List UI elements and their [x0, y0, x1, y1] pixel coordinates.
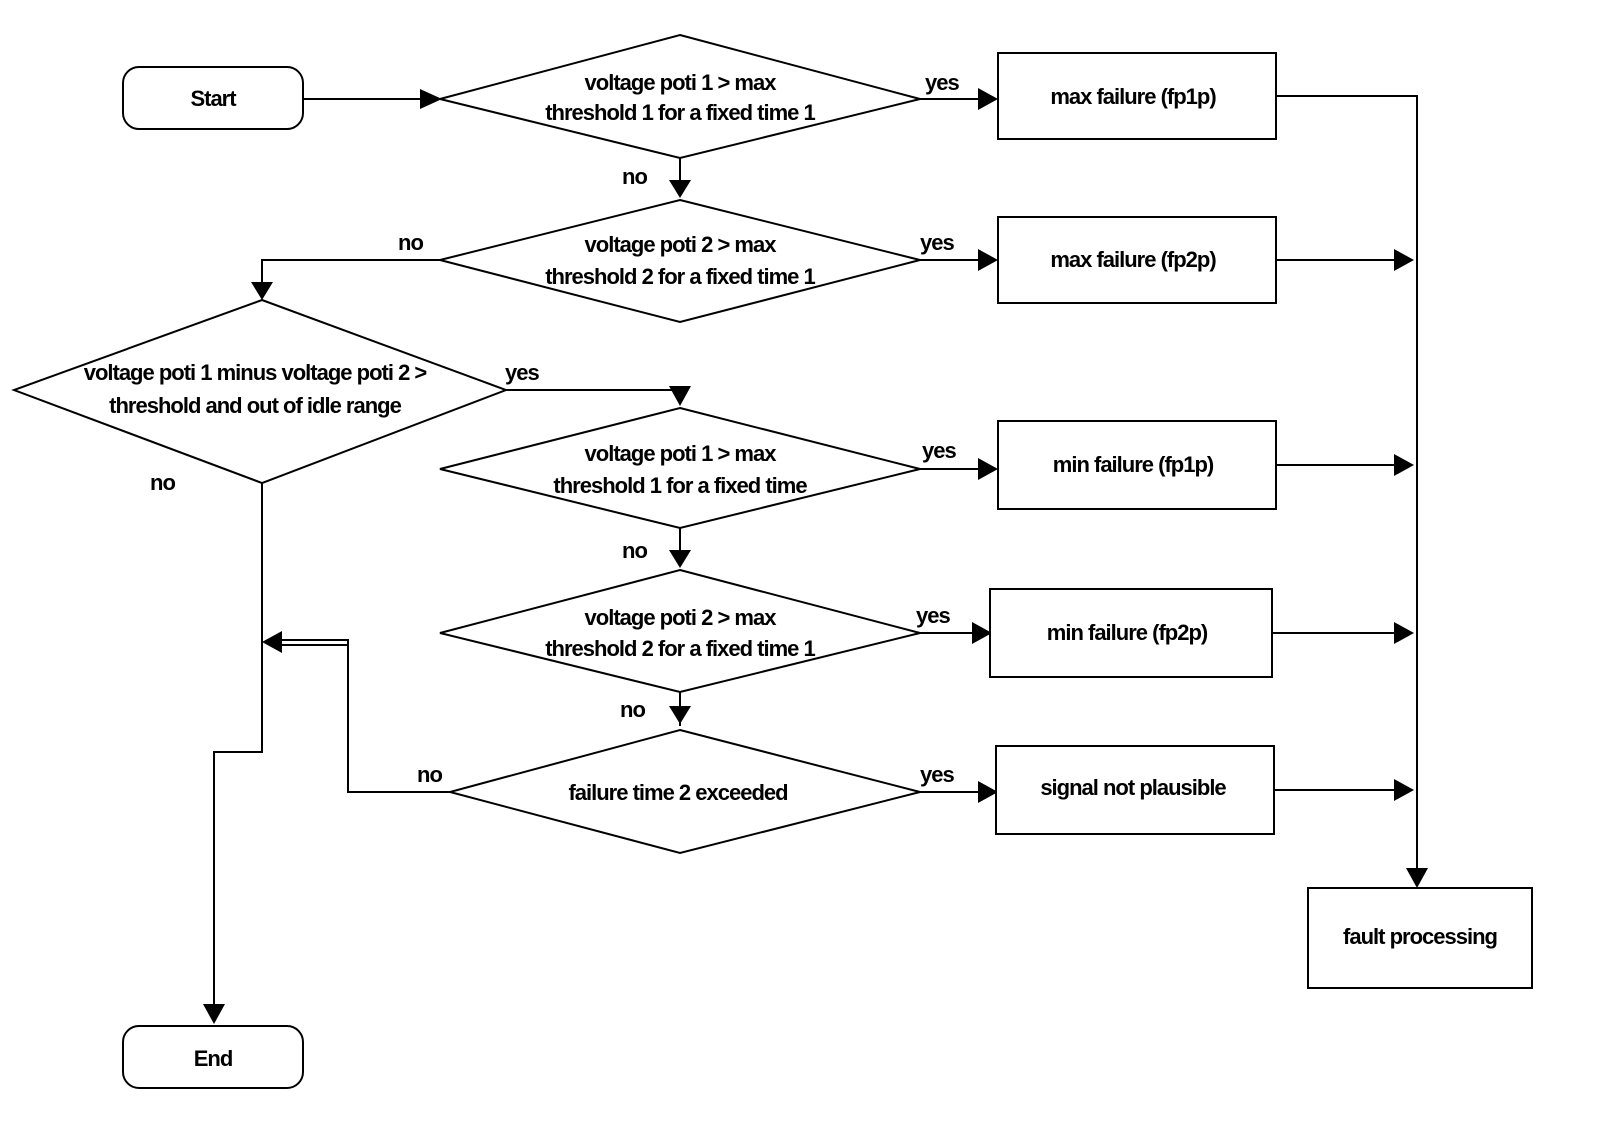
- d3-yes-label: yes: [505, 360, 539, 385]
- arrow-into-main-left: [262, 631, 282, 653]
- decision-max-poti1-line1: voltage poti 1 > max: [585, 70, 778, 95]
- box-max-failure-fp2p-label: max failure (fp2p): [1050, 247, 1216, 272]
- decision-max-poti1: voltage poti 1 > max threshold 1 for a f…: [439, 33, 921, 160]
- d1-no-label: no: [622, 164, 647, 189]
- arrow-into-d1: [420, 89, 442, 109]
- arrow-into-d2: [669, 180, 691, 198]
- d3-yes-line: [506, 389, 681, 402]
- box-max-failure-fp1p: max failure (fp1p): [997, 52, 1277, 140]
- decision-min-poti1-line1: voltage poti 1 > max: [585, 441, 778, 466]
- decision-failure-time-label: failure time 2 exceeded: [568, 780, 787, 805]
- d6-no-line: [270, 639, 450, 793]
- decision-min-poti1-line2: threshold 1 for a fixed time: [553, 473, 807, 498]
- d5-no-label: no: [620, 697, 645, 722]
- box1-to-collector-line: [1276, 95, 1418, 872]
- d5-yes-label: yes: [916, 603, 950, 628]
- box-min-failure-fp1p-label: min failure (fp1p): [1053, 452, 1214, 477]
- d2-no-label: no: [398, 230, 423, 255]
- decision-min-poti2-line1: voltage poti 2 > max: [585, 605, 778, 630]
- arrow-into-max-fp2p: [978, 249, 998, 271]
- start-label: Start: [190, 86, 237, 111]
- decision-max-poti1-line2: threshold 1 for a fixed time 1: [545, 100, 815, 125]
- decision-min-poti2: voltage poti 2 > max threshold 2 for a f…: [439, 568, 921, 694]
- decision-failure-time: failure time 2 exceeded: [446, 728, 921, 855]
- d2-no-line: [261, 259, 440, 296]
- d1-yes-label: yes: [925, 70, 959, 95]
- d4-no-label: no: [622, 538, 647, 563]
- arrow-collector-3: [1394, 454, 1414, 476]
- box-fault-processing: fault processing: [1307, 887, 1533, 989]
- box-min-failure-fp2p-label: min failure (fp2p): [1047, 620, 1208, 645]
- arrow-into-d6: [669, 706, 691, 724]
- d6-no-label: no: [417, 762, 442, 787]
- box-min-failure-fp1p: min failure (fp1p): [997, 420, 1277, 510]
- arrow-into-d4: [669, 386, 691, 406]
- end-terminator: End: [122, 1025, 304, 1089]
- arrowheads: [203, 88, 1428, 1024]
- arrow-into-min-fp2p: [972, 622, 992, 644]
- box-max-failure-fp2p: max failure (fp2p): [997, 216, 1277, 304]
- arrow-into-max-fp1p: [978, 88, 998, 110]
- decision-min-poti2-line2: threshold 2 for a fixed time 1: [545, 636, 815, 661]
- arrow-collector-4: [1394, 622, 1414, 644]
- connectors: [213, 95, 1418, 1016]
- arrow-into-d3: [251, 282, 273, 300]
- decision-difference-line2: threshold and out of idle range: [109, 393, 401, 418]
- box-signal-not-plausible-label: signal not plausible: [1040, 775, 1226, 800]
- branch-labels: yes no yes no yes no yes no yes no yes n…: [150, 70, 960, 787]
- box-fault-processing-label: fault processing: [1343, 924, 1497, 949]
- d2-yes-label: yes: [920, 230, 954, 255]
- decision-max-poti2-line1: voltage poti 2 > max: [585, 232, 778, 257]
- decision-difference-line1: voltage poti 1 minus voltage poti 2 >: [84, 360, 427, 385]
- arrow-collector-5: [1394, 779, 1414, 801]
- box-min-failure-fp2p: min failure (fp2p): [989, 588, 1273, 678]
- arrow-into-fault: [1406, 868, 1428, 888]
- box-signal-not-plausible: signal not plausible: [995, 745, 1275, 835]
- end-label: End: [194, 1046, 233, 1071]
- decision-difference: voltage poti 1 minus voltage poti 2 > th…: [11, 298, 509, 485]
- d4-yes-label: yes: [922, 438, 956, 463]
- d3-no-line: [213, 483, 263, 1016]
- arrow-into-d5: [669, 550, 691, 568]
- decision-min-poti1: voltage poti 1 > max threshold 1 for a f…: [439, 406, 921, 530]
- arrow-into-signal: [978, 781, 998, 803]
- arrow-into-end: [203, 1004, 225, 1024]
- arrow-into-min-fp1p: [978, 458, 998, 480]
- d6-yes-label: yes: [920, 762, 954, 787]
- decision-max-poti2: voltage poti 2 > max threshold 2 for a f…: [439, 198, 921, 324]
- d3-no-label: no: [150, 470, 175, 495]
- box-max-failure-fp1p-label: max failure (fp1p): [1050, 84, 1216, 109]
- decision-max-poti2-line2: threshold 2 for a fixed time 1: [545, 264, 815, 289]
- start-terminator: Start: [122, 66, 304, 130]
- arrow-collector-2: [1394, 249, 1414, 271]
